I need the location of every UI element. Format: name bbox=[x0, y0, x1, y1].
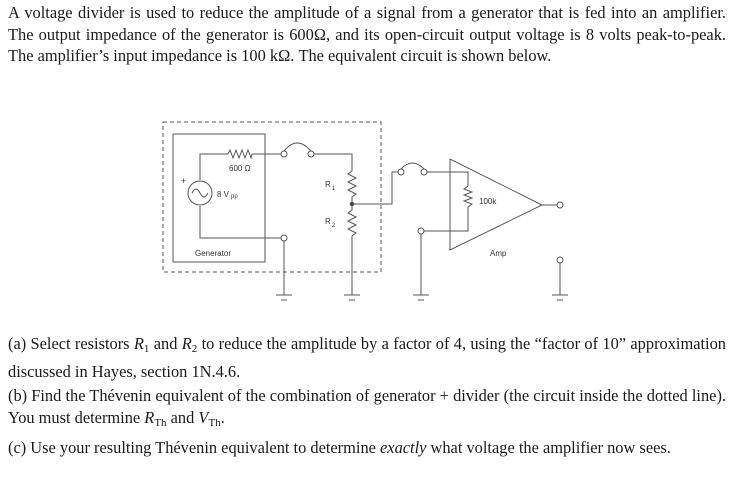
question-a-mid: and bbox=[149, 334, 182, 353]
svg-text:R1: R1 bbox=[325, 180, 336, 192]
source-resistor bbox=[227, 148, 253, 160]
question-c: (c) Use your resulting Thévenin equivale… bbox=[8, 437, 726, 459]
amp-output-terminal bbox=[556, 201, 564, 209]
amp-switch-icon bbox=[400, 162, 425, 170]
source-voltage-label: 8 V bbox=[217, 190, 230, 199]
svg-text:8 Vpp: 8 Vpp bbox=[217, 190, 238, 200]
source-polarity: + bbox=[181, 176, 186, 186]
amp-input-wire bbox=[427, 171, 469, 186]
vth-symbol: V bbox=[198, 407, 209, 427]
r2-sub: 2 bbox=[332, 223, 336, 229]
amp-terminal-bottom bbox=[417, 227, 425, 235]
intro-text: A voltage divider is used to reduce the … bbox=[8, 3, 726, 66]
question-a-prefix: (a) Select resistors bbox=[8, 334, 134, 353]
generator-label: Generator bbox=[195, 249, 231, 258]
source-resistance-label: 600 Ω bbox=[229, 164, 251, 173]
vth-subscript: Th bbox=[208, 416, 221, 429]
question-a: (a) Select resistors R1 and R2 to reduce… bbox=[8, 333, 726, 382]
amp-input-resistor bbox=[421, 185, 474, 232]
question-c-prefix: (c) Use your resulting Thévenin equivale… bbox=[8, 438, 381, 457]
r2-symbol: R bbox=[181, 334, 192, 353]
question-b-prefix: (b) Find the Thévenin equivalent of the … bbox=[8, 386, 726, 427]
r2-subscript: 2 bbox=[191, 343, 198, 355]
question-c-suffix: what voltage the amplifier now sees. bbox=[426, 438, 671, 457]
svg-text:R2: R2 bbox=[325, 217, 336, 229]
source-voltage-sub: pp bbox=[231, 194, 238, 200]
question-b-mid: and bbox=[166, 407, 199, 427]
question-b-suffix: . bbox=[220, 407, 225, 427]
switch-icon bbox=[283, 142, 312, 152]
ground-icons bbox=[276, 234, 568, 301]
divider-output-wire bbox=[352, 171, 398, 205]
ac-source-icon bbox=[187, 180, 213, 206]
question-c-emphasis: exactly bbox=[380, 438, 427, 457]
problem-intro: A voltage divider is used to reduce the … bbox=[8, 2, 726, 67]
r1-sub: 1 bbox=[332, 186, 336, 192]
r1-label: R bbox=[325, 180, 331, 189]
rth-symbol: R bbox=[144, 407, 155, 427]
question-a-suffix: to reduce the amplitude by a factor of 4… bbox=[8, 334, 726, 381]
generator-box bbox=[172, 133, 266, 263]
r1-symbol: R bbox=[133, 334, 144, 353]
r1-resistor bbox=[346, 170, 358, 204]
divider-wire bbox=[314, 153, 353, 171]
amp-switch-terminal-a bbox=[397, 168, 405, 176]
switch-terminal bbox=[307, 150, 315, 158]
amplifier-icon bbox=[449, 158, 544, 251]
question-b: (b) Find the Thévenin equivalent of the … bbox=[8, 385, 726, 434]
source-wiring bbox=[199, 153, 284, 239]
rth-subscript: Th bbox=[154, 416, 167, 429]
generator-terminal-bottom bbox=[280, 234, 288, 242]
r2-resistor bbox=[346, 204, 358, 295]
generator-terminal-top bbox=[280, 150, 288, 158]
r1-subscript: 1 bbox=[143, 343, 150, 355]
thevenin-boundary bbox=[162, 121, 382, 273]
amp-label: Amp bbox=[490, 249, 507, 258]
r2-label: R bbox=[325, 217, 331, 226]
amp-switch-terminal-b bbox=[420, 168, 428, 176]
amp-resistance-label: 100k bbox=[479, 197, 497, 206]
